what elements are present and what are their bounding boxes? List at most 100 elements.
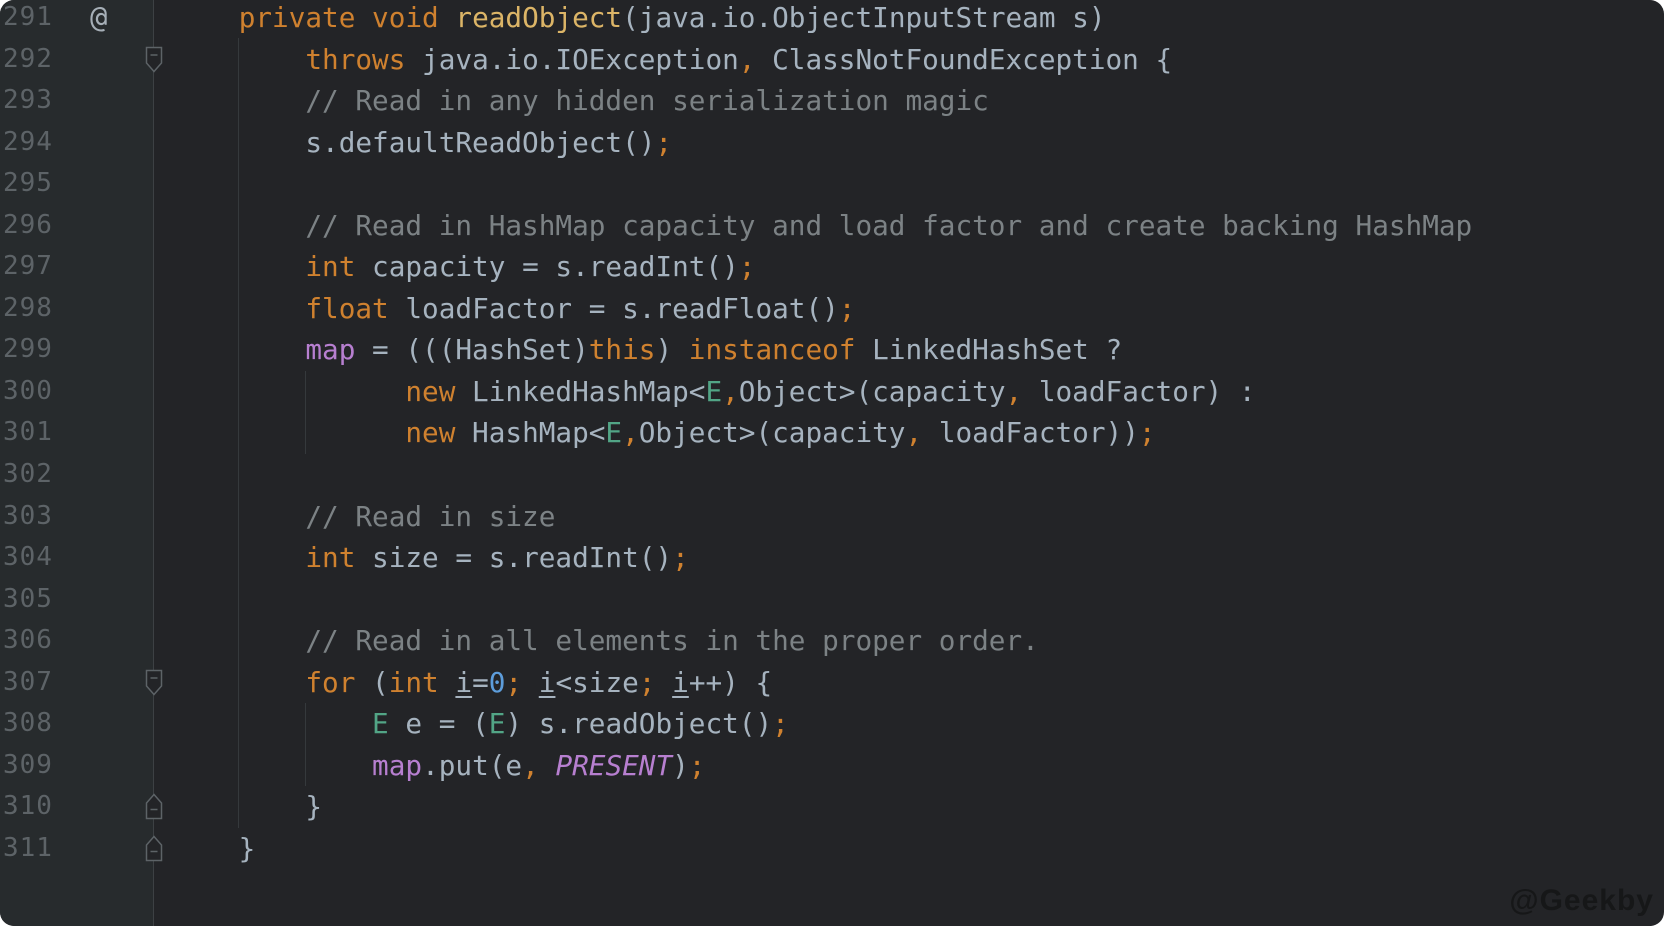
editor-row: 297 int capacity = s.readInt(); <box>0 246 1664 288</box>
code-token <box>172 333 305 366</box>
gutter-cell: 299 <box>0 329 154 371</box>
code-token: } <box>172 790 323 824</box>
indent-guide <box>305 703 306 786</box>
line-number[interactable]: 296 <box>3 209 53 240</box>
code-token <box>172 749 372 782</box>
code-token: // Read in all elements in the proper or… <box>305 624 1039 658</box>
code-token: ++) { <box>688 665 773 699</box>
code-line[interactable]: // Read in size <box>154 496 1664 538</box>
line-number[interactable]: 303 <box>3 500 53 531</box>
line-number[interactable]: 295 <box>3 168 53 199</box>
code-token: void <box>372 1 439 34</box>
line-number[interactable]: 302 <box>3 459 53 490</box>
gutter-cell: 309 <box>0 745 154 787</box>
code-token <box>655 666 672 699</box>
code-line[interactable]: } <box>154 786 1664 828</box>
line-number[interactable]: 301 <box>3 417 53 448</box>
code-token: , <box>738 42 756 76</box>
code-line[interactable]: map = (((HashSet)this) instanceof Linked… <box>154 329 1664 371</box>
fold-collapse-start-icon[interactable] <box>145 669 163 696</box>
fold-collapse-end-icon[interactable] <box>145 835 163 862</box>
code-line[interactable]: // Read in HashMap capacity and load fac… <box>154 205 1664 247</box>
gutter-cell: 305 <box>0 579 154 621</box>
line-number[interactable]: 299 <box>3 334 53 365</box>
code-token: ; <box>738 250 756 284</box>
code-token: E <box>705 374 723 408</box>
line-number[interactable]: 291 <box>3 2 53 32</box>
editor-row: 291 @ private void readObject(java.io.Obj… <box>0 0 1664 39</box>
code-token: , <box>722 374 739 408</box>
code-token: ) <box>672 748 689 782</box>
code-token: ) <box>655 333 689 367</box>
line-number[interactable]: 294 <box>3 126 53 157</box>
code-line[interactable]: for (int i=0; i<size; i++) { <box>154 662 1664 704</box>
gutter-cell: 292 <box>0 39 163 81</box>
code-token <box>355 1 372 34</box>
code-line[interactable]: // Read in all elements in the proper or… <box>154 620 1664 662</box>
line-number[interactable]: 311 <box>3 832 53 863</box>
code-line[interactable]: map.put(e, PRESENT); <box>154 745 1664 787</box>
editor-row: 301 new HashMap<E,Object>(capacity, load… <box>0 412 1664 454</box>
code-line[interactable] <box>154 579 1664 621</box>
line-number[interactable]: 306 <box>3 625 53 656</box>
code-token: size = s.readInt() <box>355 541 673 575</box>
code-line[interactable]: } <box>154 828 1664 870</box>
gutter-cell: 302 <box>0 454 154 496</box>
code-token <box>172 624 305 657</box>
code-token: float <box>305 291 389 325</box>
code-token: int <box>305 250 356 284</box>
fold-collapse-start-icon[interactable] <box>145 46 163 73</box>
code-line[interactable]: // Read in any hidden serialization magi… <box>154 80 1664 122</box>
code-line[interactable] <box>154 163 1664 205</box>
code-token: } <box>172 831 256 865</box>
code-line[interactable]: s.defaultReadObject(); <box>154 122 1664 164</box>
code-token: readObject <box>455 1 623 34</box>
code-token: , <box>522 748 539 782</box>
code-token <box>172 375 405 408</box>
code-token: new <box>405 374 456 408</box>
code-token <box>522 666 539 699</box>
code-token: ) s.readObject() <box>505 707 773 741</box>
line-number[interactable]: 305 <box>3 583 53 614</box>
line-number[interactable]: 297 <box>3 251 53 282</box>
line-number[interactable]: 308 <box>3 708 53 739</box>
line-number[interactable]: 292 <box>3 43 53 74</box>
code-line[interactable]: new LinkedHashMap<E,Object>(capacity, lo… <box>154 371 1664 413</box>
code-token: i <box>672 665 689 699</box>
code-token: ; <box>655 125 673 159</box>
code-token <box>439 666 456 699</box>
annotation-icon[interactable]: @ <box>90 0 108 34</box>
code-token: loadFactor) : <box>1022 374 1256 408</box>
editor-row: 295 <box>0 163 1664 205</box>
line-number[interactable]: 293 <box>3 85 53 116</box>
gutter-cell: 294 <box>0 122 154 164</box>
code-token <box>439 1 456 34</box>
editor-row: 309 map.put(e, PRESENT); <box>0 745 1664 787</box>
code-line[interactable]: float loadFactor = s.readFloat(); <box>154 288 1664 330</box>
code-line[interactable]: throws java.io.IOException, ClassNotFoun… <box>154 39 1664 81</box>
gutter-separator <box>153 0 154 926</box>
code-line[interactable]: E e = (E) s.readObject(); <box>154 703 1664 745</box>
code-token <box>172 500 305 533</box>
editor-row: 300 new LinkedHashMap<E,Object>(capacity… <box>0 371 1664 413</box>
code-line[interactable]: new HashMap<E,Object>(capacity, loadFact… <box>154 412 1664 454</box>
line-number[interactable]: 298 <box>3 292 53 323</box>
code-line[interactable] <box>154 454 1664 496</box>
fold-collapse-end-icon[interactable] <box>145 793 163 820</box>
line-number[interactable]: 307 <box>3 666 53 697</box>
gutter-cell: 304 <box>0 537 154 579</box>
code-token: ( <box>355 665 389 699</box>
gutter-cell: 303 <box>0 496 154 538</box>
code-line[interactable]: int size = s.readInt(); <box>154 537 1664 579</box>
indent-guide <box>305 371 306 454</box>
code-token: Object>(capacity <box>638 416 906 450</box>
code-token: .put(e <box>422 748 523 782</box>
code-token: PRESENT <box>555 748 673 782</box>
line-number[interactable]: 310 <box>3 791 53 822</box>
line-number[interactable]: 304 <box>3 542 53 573</box>
code-line[interactable]: int capacity = s.readInt(); <box>154 246 1664 288</box>
code-line[interactable]: private void readObject(java.io.ObjectIn… <box>154 0 1664 39</box>
line-number[interactable]: 309 <box>3 749 53 780</box>
line-number[interactable]: 300 <box>3 375 53 406</box>
gutter-cell: 306 <box>0 620 154 662</box>
